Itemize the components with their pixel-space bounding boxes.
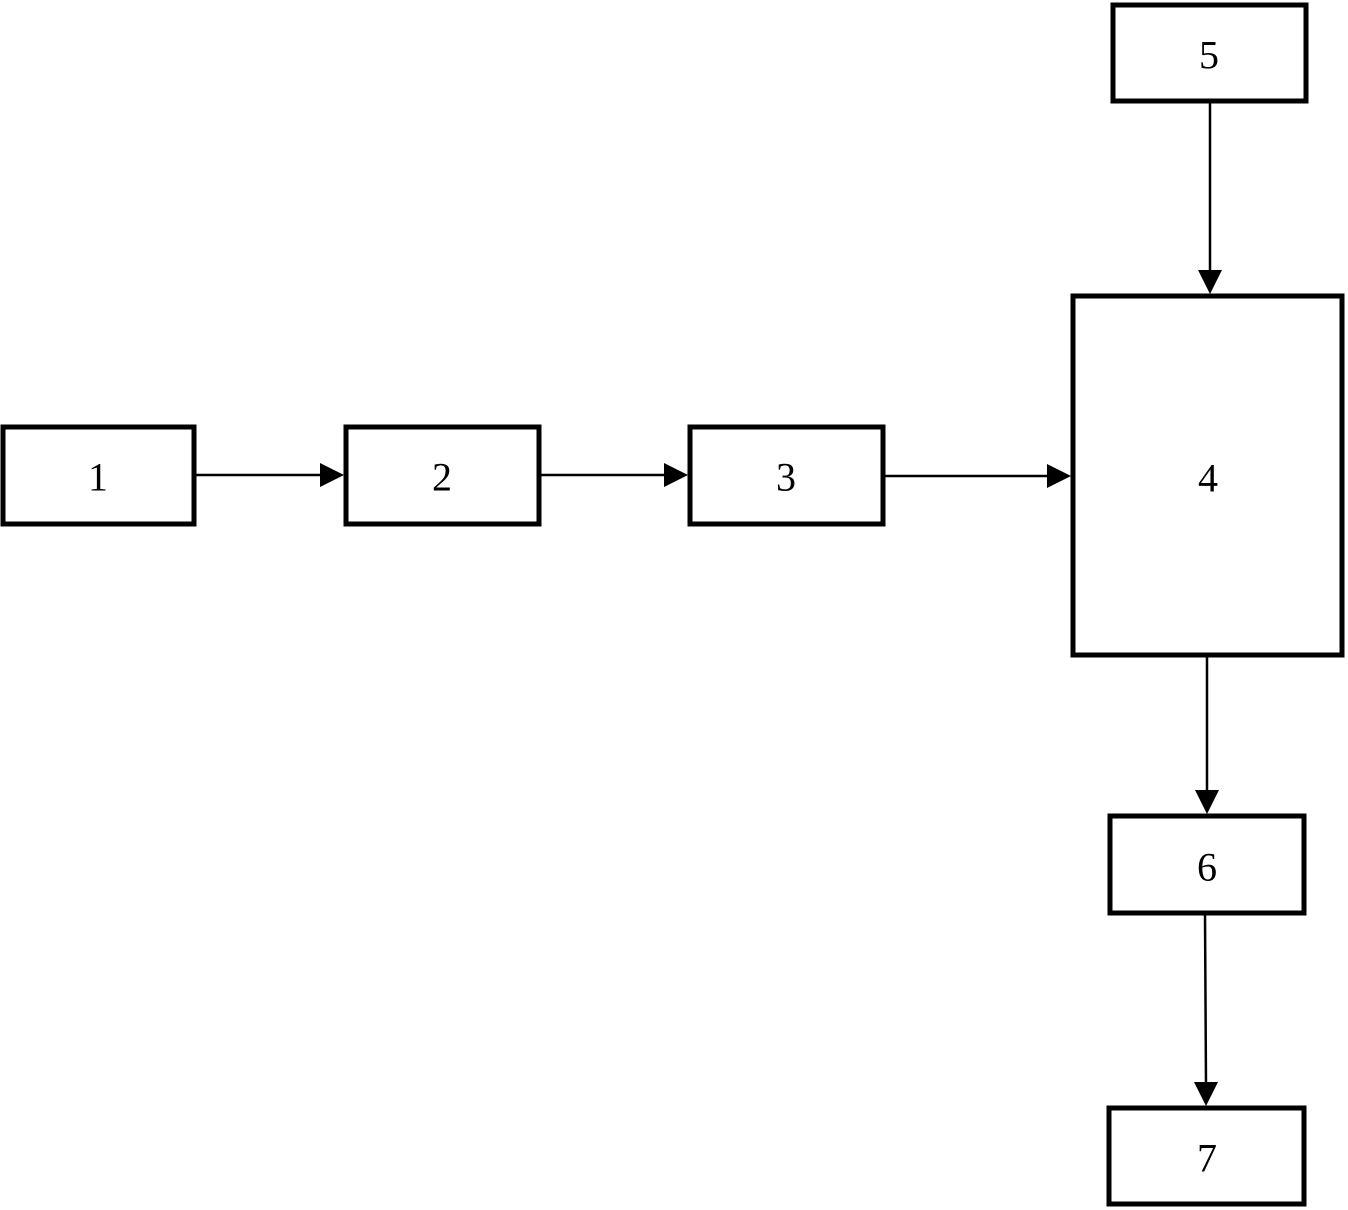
arrow-4-to-6 [1195, 657, 1219, 814]
block-6: 6 [1107, 813, 1307, 916]
block-1: 1 [0, 424, 197, 527]
arrow-4-to-6-head [1195, 790, 1219, 814]
block-6-frame [1107, 813, 1307, 916]
block-1-frame [0, 424, 197, 527]
block-4-frame [1070, 293, 1345, 658]
arrow-2-to-3-head [664, 463, 688, 487]
arrow-6-to-7 [1194, 914, 1218, 1106]
block-3-frame [687, 424, 886, 527]
block-5-label: 5 [1199, 33, 1219, 78]
block-7-label: 7 [1197, 1136, 1217, 1181]
block-2-frame [343, 424, 542, 527]
arrow-5-to-4 [1198, 103, 1222, 294]
block-4-label: 4 [1198, 456, 1218, 501]
arrow-6-to-7-line [1203, 914, 1208, 1087]
block-7-frame [1106, 1105, 1307, 1207]
block-6-label: 6 [1197, 845, 1217, 890]
arrow-5-to-4-head [1198, 270, 1222, 294]
block-1-label: 1 [88, 455, 108, 500]
arrow-1-to-2-head [320, 463, 344, 487]
block-4: 4 [1070, 293, 1345, 658]
block-5: 5 [1110, 2, 1309, 104]
arrow-1-to-2 [196, 463, 344, 487]
block-3-label: 3 [776, 455, 796, 500]
arrow-2-to-3 [541, 463, 688, 487]
block-2-label: 2 [432, 455, 452, 500]
block-7: 7 [1106, 1105, 1307, 1207]
block-5-frame [1110, 2, 1309, 104]
block-3: 3 [687, 424, 886, 527]
arrow-3-to-4 [885, 464, 1071, 488]
arrow-6-to-7-head [1194, 1082, 1218, 1106]
arrow-3-to-4-head [1047, 464, 1071, 488]
block-2: 2 [343, 424, 542, 527]
